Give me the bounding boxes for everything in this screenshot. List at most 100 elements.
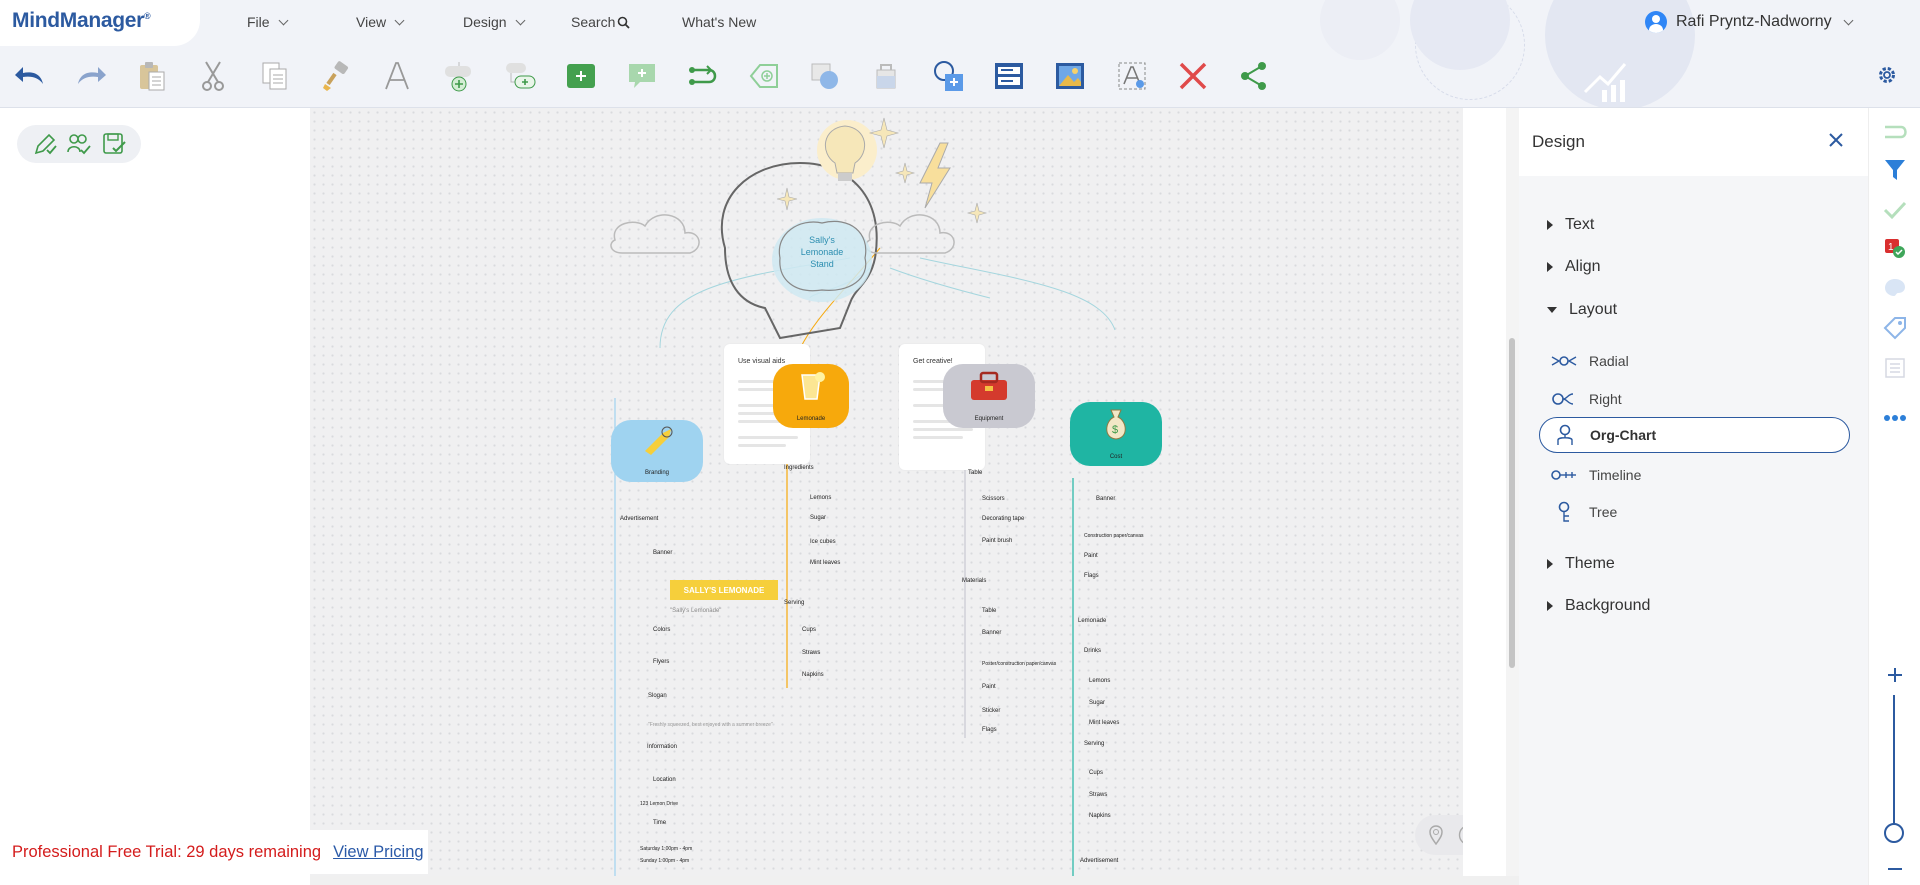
map-topic[interactable]: Sunday 1:00pm - 4pm <box>640 858 690 864</box>
map-topic[interactable]: Time <box>653 820 667 826</box>
background-image-button[interactable] <box>1051 57 1089 95</box>
app-logo[interactable]: MindManager® <box>12 9 151 32</box>
menu-design[interactable]: Design <box>463 14 526 30</box>
location-pin-icon[interactable] <box>1428 825 1444 845</box>
map-topic[interactable]: Straws <box>802 650 821 656</box>
map-topic[interactable]: Advertisement <box>620 516 659 522</box>
map-topic[interactable]: Lemons <box>810 495 832 501</box>
menu-search[interactable]: Search <box>571 14 630 30</box>
map-topic[interactable]: Ice cubes <box>810 539 836 545</box>
task-rail-button[interactable] <box>1881 196 1909 224</box>
branch-node-equipment[interactable]: Equipment <box>943 364 1035 428</box>
text-format-button[interactable] <box>378 57 416 95</box>
close-icon[interactable] <box>1826 130 1846 150</box>
add-subtopic-button[interactable] <box>501 57 539 95</box>
branch-node-cost[interactable]: $ Cost <box>1070 402 1162 466</box>
outline-rail-button[interactable] <box>1881 354 1909 382</box>
map-topic[interactable]: Cups <box>802 627 817 633</box>
edit-check-icon[interactable] <box>32 131 58 157</box>
layout-option-tree[interactable]: Tree <box>1539 494 1850 530</box>
map-topic[interactable]: Location <box>653 777 676 783</box>
map-topic[interactable]: Information <box>647 744 678 750</box>
map-topic[interactable]: Table <box>982 608 997 614</box>
zoom-slider-handle[interactable] <box>1884 823 1904 843</box>
relationship-rail-button[interactable] <box>1881 118 1909 146</box>
horizontal-scrollbar[interactable] <box>310 876 1519 885</box>
section-theme[interactable]: Theme <box>1547 555 1615 573</box>
add-boundary-button[interactable] <box>806 57 844 95</box>
map-topic[interactable]: Lemons <box>1089 678 1111 684</box>
layout-option-timeline[interactable]: Timeline <box>1539 457 1850 493</box>
layout-option-radial[interactable]: Radial <box>1539 343 1850 379</box>
more-rail-button[interactable] <box>1881 404 1909 432</box>
map-topic[interactable]: Flags <box>982 727 997 733</box>
map-topic[interactable]: Sugar <box>810 515 827 521</box>
map-topic[interactable]: Ingredients <box>784 465 814 471</box>
map-topic[interactable]: Saturday 1:00pm - 4pm <box>640 846 693 852</box>
layout-option-right[interactable]: Right <box>1539 381 1850 417</box>
map-topic[interactable]: Table <box>968 470 983 476</box>
map-topic[interactable]: Materials <box>962 578 987 584</box>
menu-view[interactable]: View <box>356 14 405 30</box>
zoom-in-button[interactable] <box>1881 661 1909 689</box>
vertical-scrollbar[interactable] <box>1506 108 1519 876</box>
tags-rail-button[interactable] <box>1881 314 1909 342</box>
zoom-slider-track[interactable] <box>1893 695 1895 835</box>
add-relationship-button[interactable] <box>684 57 722 95</box>
map-topic[interactable]: Decorating tape <box>982 516 1025 522</box>
map-topic[interactable]: Slogan <box>648 693 667 699</box>
slogan-banner[interactable]: SALLY'S LEMONADE <box>670 580 778 600</box>
add-floating-topic-button[interactable] <box>562 57 600 95</box>
add-tag-button[interactable] <box>745 57 783 95</box>
map-canvas[interactable]: Sally's Lemonade Stand Use visual aids G… <box>310 108 1463 876</box>
map-topic[interactable]: "Freshly squeezed, best enjoyed with a s… <box>648 722 773 728</box>
map-topic[interactable]: "Sally's Lemonade" <box>670 608 722 614</box>
delete-button[interactable] <box>1174 57 1212 95</box>
branch-node-lemonade[interactable]: Lemonade <box>773 364 849 428</box>
fill-button[interactable] <box>868 57 906 95</box>
map-topic[interactable]: Poster/construction paper/canvas <box>982 661 1057 667</box>
map-topic[interactable]: Lemonade <box>1078 618 1107 624</box>
filter-rail-button[interactable] <box>1881 156 1909 184</box>
zoom-out-button[interactable] <box>1881 855 1909 883</box>
user-menu[interactable]: Rafi Pryntz-Nadworny <box>1645 11 1854 33</box>
central-topic[interactable]: Sally's Lemonade Stand <box>800 235 844 269</box>
map-topic[interactable]: Scissors <box>982 496 1005 502</box>
section-text[interactable]: Text <box>1547 216 1594 234</box>
map-topic[interactable]: Banner <box>1096 496 1116 502</box>
properties-button[interactable] <box>990 57 1028 95</box>
insert-image-button[interactable] <box>929 57 967 95</box>
map-topic[interactable]: Paint brush <box>982 538 1013 544</box>
menu-file[interactable]: File <box>247 14 289 30</box>
map-topic[interactable]: Cups <box>1089 770 1104 776</box>
map-topic[interactable]: Sugar <box>1089 700 1106 706</box>
map-topic[interactable]: Drinks <box>1084 648 1102 654</box>
map-topic[interactable]: Mint leaves <box>810 560 841 566</box>
format-painter-button[interactable] <box>317 57 355 95</box>
text-select-button[interactable] <box>1113 57 1151 95</box>
share-button[interactable] <box>1235 57 1273 95</box>
map-topic[interactable]: 123 Lemon Drive <box>640 801 679 807</box>
map-topic[interactable]: Banner <box>653 550 673 556</box>
map-topic[interactable]: Advertisement <box>1080 858 1119 864</box>
map-topic[interactable]: Flags <box>1084 573 1099 579</box>
users-check-icon[interactable] <box>66 131 92 157</box>
cut-button[interactable] <box>194 57 232 95</box>
map-topic[interactable]: Napkins <box>802 672 824 678</box>
map-topic[interactable]: Paint <box>1084 553 1098 559</box>
format-rail-button[interactable] <box>1881 274 1909 302</box>
view-pricing-link[interactable]: View Pricing <box>333 842 424 861</box>
map-topic[interactable]: Napkins <box>1089 813 1111 819</box>
paste-button[interactable] <box>133 57 171 95</box>
map-topic[interactable]: Construction paper/canvas <box>1084 533 1144 539</box>
save-check-icon[interactable] <box>101 131 127 157</box>
undo-button[interactable] <box>11 57 49 95</box>
scrollbar-thumb[interactable] <box>1509 338 1515 668</box>
map-topic[interactable]: Serving <box>1084 741 1105 747</box>
add-topic-button[interactable] <box>440 57 478 95</box>
layout-option-org-chart[interactable]: Org-Chart <box>1539 417 1850 453</box>
menu-whats-new[interactable]: What's New <box>682 14 757 30</box>
map-topic[interactable]: Colors <box>653 627 671 633</box>
map-topic[interactable]: Paint <box>982 684 996 690</box>
map-topic[interactable]: Straws <box>1089 792 1108 798</box>
